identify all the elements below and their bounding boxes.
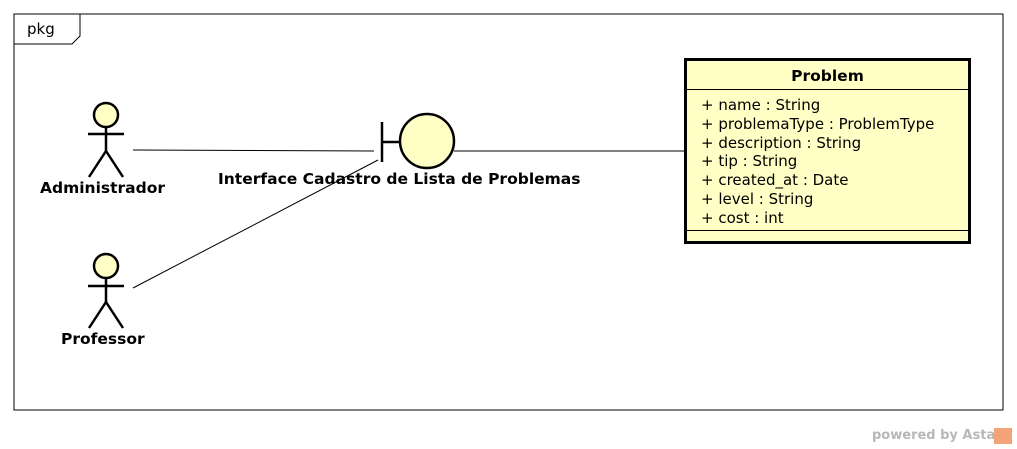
- package-label: pkg: [27, 20, 55, 38]
- attribute-item: + problemaType : ProblemType: [701, 114, 935, 133]
- package-tab: pkg: [14, 14, 80, 44]
- association-administrador-boundary: [132, 149, 375, 152]
- boundary-label: Interface Cadastro de Lista de Problemas: [218, 170, 581, 188]
- class-operations-compartment: [687, 230, 968, 231]
- package-tab-outline: [14, 14, 81, 45]
- actor-administrador-label: Administrador: [40, 179, 166, 197]
- association-professor-boundary: [132, 159, 379, 289]
- package-frame: [13, 13, 1004, 411]
- actor-professor-label: Professor: [61, 330, 145, 348]
- powered-by-text: powered by Astah: [872, 428, 1005, 443]
- actor-administrador-icon[interactable]: [87, 101, 125, 178]
- attribute-item: + cost : int: [701, 208, 784, 227]
- actor-professor-icon[interactable]: [87, 252, 125, 329]
- attribute-item: + tip : String: [701, 152, 798, 171]
- boundary-icon[interactable]: [380, 112, 456, 170]
- class-problem[interactable]: Problem + name : String + problemaType :…: [684, 58, 971, 244]
- astah-logo-icon: [994, 428, 1012, 444]
- class-name: Problem: [687, 61, 968, 90]
- attribute-item: + description : String: [701, 133, 862, 152]
- attribute-item: + name : String: [701, 96, 821, 114]
- class-attributes: + name : String + problemaType : Problem…: [687, 90, 968, 228]
- attribute-item: + level : String: [701, 189, 814, 208]
- attribute-item: + created_at : Date: [701, 171, 849, 190]
